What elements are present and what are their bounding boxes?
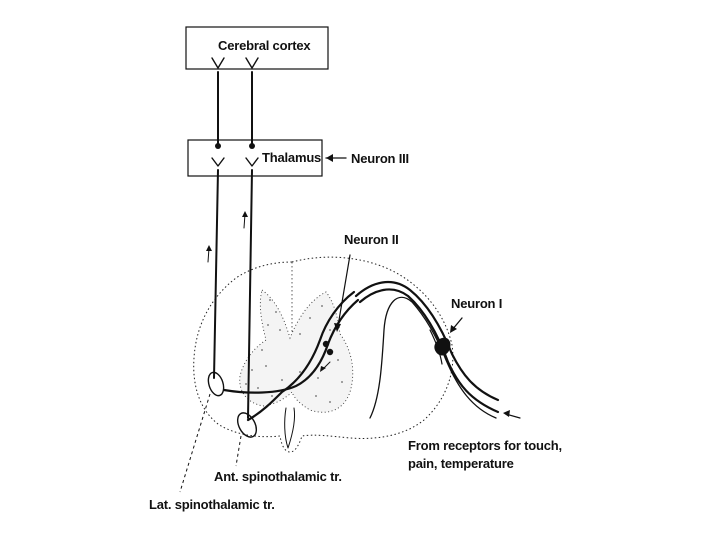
neuron-3-label: Neuron III bbox=[351, 151, 409, 166]
anterior-tract-section bbox=[236, 412, 258, 438]
neuron-1 bbox=[354, 281, 500, 414]
neuron-2-label: Neuron II bbox=[344, 232, 399, 247]
receptor-input-arrow bbox=[503, 410, 521, 419]
neuron-1-label: Neuron I bbox=[451, 296, 502, 311]
lat-tract-label: Lat. spinothalamic tr. bbox=[149, 497, 275, 512]
neuron-3-arrow bbox=[325, 154, 347, 162]
thalamus-box: Thalamus bbox=[187, 139, 323, 177]
ant-tract-label: Ant. spinothalamic tr. bbox=[214, 469, 342, 484]
thalamus-label: Thalamus bbox=[262, 150, 321, 165]
ascending-tracts bbox=[206, 169, 253, 419]
receptors-label-line1: From receptors for touch, bbox=[408, 438, 562, 453]
internal-direction-arrow bbox=[320, 361, 331, 372]
neuron-3-fibers bbox=[211, 57, 259, 167]
spinal-cord-section bbox=[193, 256, 454, 453]
receptors-label-line2: pain, temperature bbox=[408, 456, 514, 471]
neuron-2 bbox=[222, 290, 360, 422]
dorsal-root bbox=[369, 296, 497, 419]
neuron-1-arrow bbox=[450, 317, 463, 333]
lat-tract-leader bbox=[179, 393, 211, 493]
lateral-tract-section bbox=[207, 371, 225, 397]
ant-tract-leader bbox=[235, 435, 242, 467]
neuron-2-arrow bbox=[334, 254, 351, 332]
cerebral-cortex-label: Cerebral cortex bbox=[218, 38, 311, 53]
cerebral-cortex-box: Cerebral cortex bbox=[185, 26, 329, 70]
